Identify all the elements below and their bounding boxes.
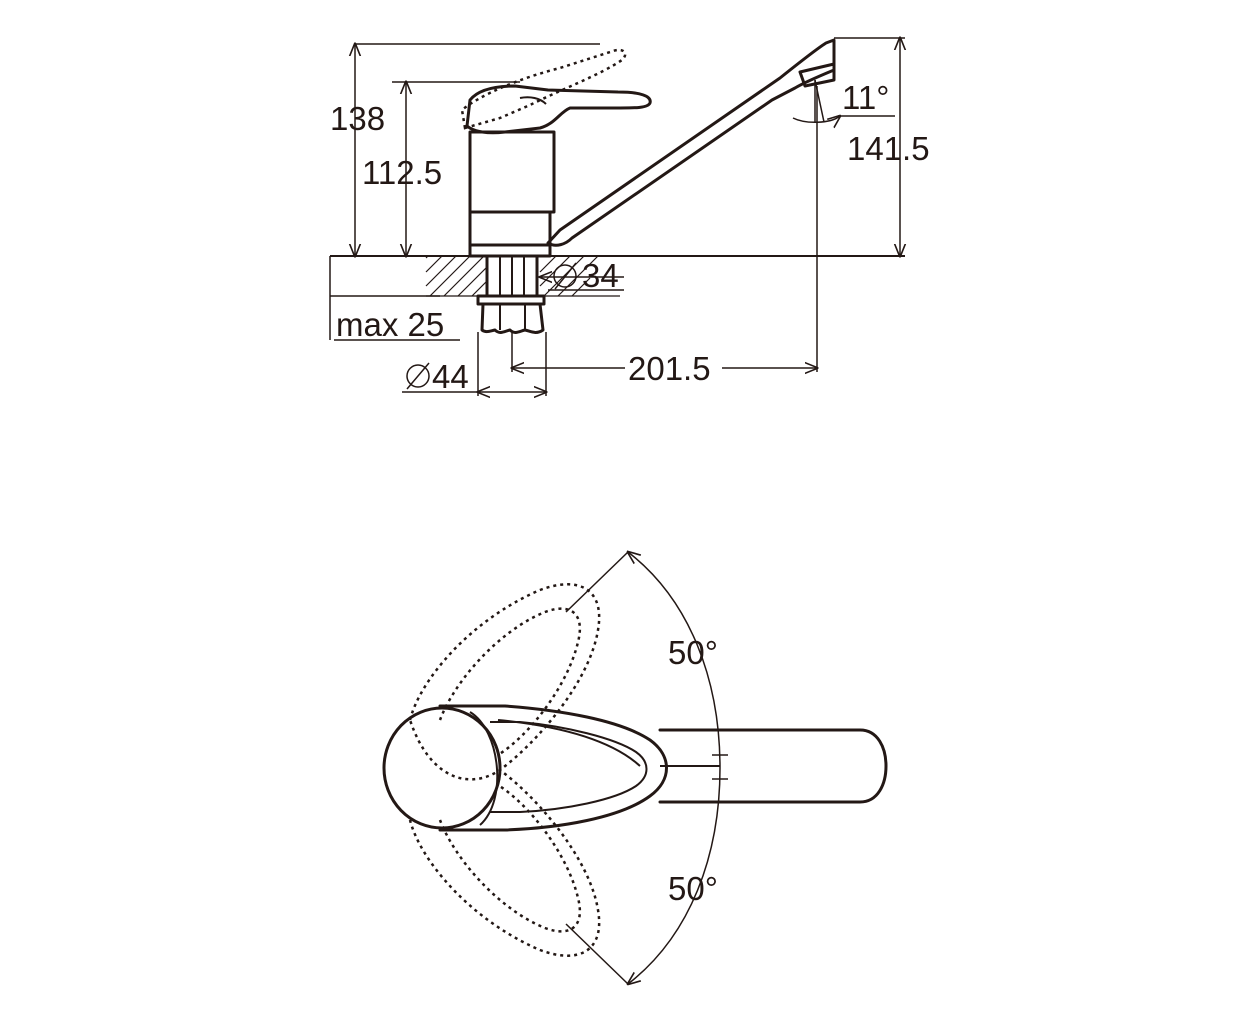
spout	[546, 38, 836, 247]
mounting-nut	[480, 302, 545, 334]
faucet-base-ring	[468, 243, 552, 258]
lever-swing-left-inner	[438, 607, 582, 757]
lever-loop-inner	[490, 721, 648, 813]
dim-shank-diameter: 34	[582, 257, 619, 294]
knob-highlight	[469, 711, 499, 826]
lever-raised-outline	[460, 48, 627, 130]
dim-mount-max: max 25	[336, 306, 444, 343]
faucet-base-collar	[468, 210, 552, 247]
aerator	[798, 62, 836, 88]
diameter-symbol-34	[553, 262, 577, 290]
lever-swing-right-inner	[438, 783, 582, 933]
mounting-shank	[476, 254, 546, 334]
lever-detail	[519, 96, 547, 105]
handle-knob	[382, 706, 502, 830]
angle-upper-swing: 50°	[668, 634, 718, 671]
diameter-symbol-44	[406, 362, 430, 390]
side-view: 138 112.5 141.5 11° 201.5 34 ma	[329, 38, 930, 396]
dim-height-spout: 141.5	[847, 130, 930, 167]
top-view: 50° 50°	[382, 551, 888, 985]
dim-spout-reach: 201.5	[628, 350, 711, 387]
lever-swing-left-outline	[408, 583, 601, 781]
dim-height-lever: 112.5	[362, 154, 442, 191]
dim-base-diameter: 44	[432, 358, 469, 395]
angle-lower-swing: 50°	[668, 870, 718, 907]
swing-arc	[628, 552, 721, 984]
dim-spout-angle: 11°	[842, 79, 889, 116]
lever-loop	[438, 704, 668, 832]
swing-radial-upper	[565, 551, 629, 613]
dim-height-total: 138	[330, 100, 385, 137]
faucet-body	[468, 130, 556, 214]
spout-top	[658, 728, 888, 804]
swing-radial-lower	[565, 923, 629, 985]
